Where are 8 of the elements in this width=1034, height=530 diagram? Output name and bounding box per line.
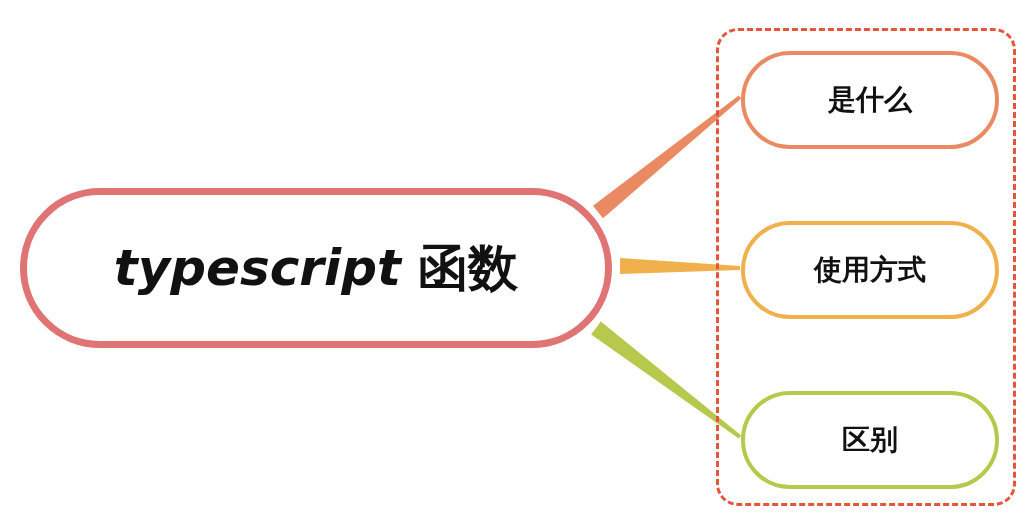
topic-text: typescript 函数	[113, 237, 519, 299]
branch-line	[592, 95, 742, 219]
topic-text: 使用方式	[814, 252, 926, 288]
topic-text: 是什么	[828, 82, 912, 118]
topic-text: 区别	[842, 422, 898, 458]
branch-line	[619, 258, 741, 274]
branch-line	[591, 321, 742, 439]
dashed-group-box	[716, 28, 1016, 506]
